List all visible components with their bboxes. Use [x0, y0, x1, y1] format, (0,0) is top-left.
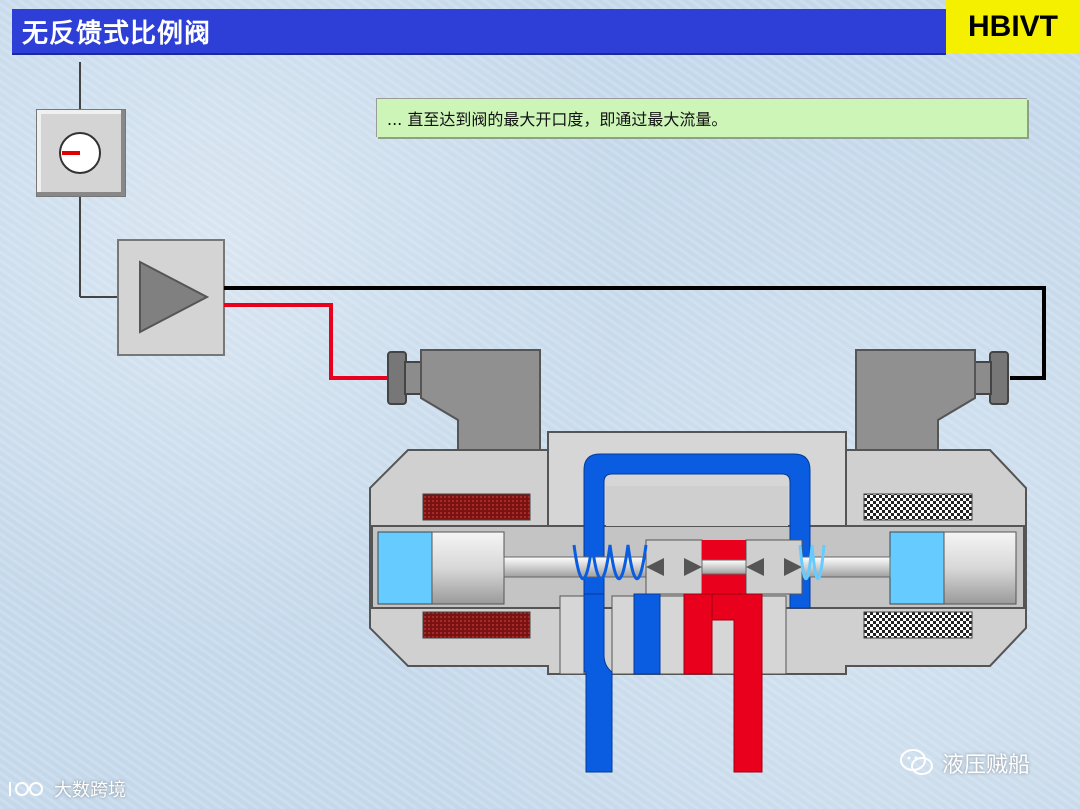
- watermark-left: 大数跨境: [6, 774, 126, 804]
- right-coil: [863, 493, 973, 521]
- amplifier-triangle-icon: [139, 260, 210, 334]
- left-coil: [422, 493, 531, 521]
- left-armature: [431, 531, 505, 605]
- caption-box: ... 直至达到阀的最大开口度，即通过最大流量。: [376, 98, 1027, 137]
- caption-text: ... 直至达到阀的最大开口度，即通过最大流量。: [387, 110, 728, 129]
- right-spring: [798, 544, 826, 581]
- watermark-right: 液压贼船: [900, 745, 1030, 781]
- brand-label: HBIVT: [968, 9, 1058, 43]
- watermark-left-text: 大数跨境: [54, 780, 126, 801]
- right-armature: [943, 531, 1017, 605]
- right-armature-chamber: [889, 531, 945, 605]
- right-solenoid-connector: [855, 349, 1009, 453]
- wechat-icon: [900, 749, 933, 775]
- left-solenoid-connector: [387, 349, 541, 453]
- potentiometer-dial-icon: [59, 132, 101, 174]
- signal-wire-red: [224, 303, 392, 380]
- page-title: 无反馈式比例阀: [22, 18, 212, 49]
- title-bar: 无反馈式比例阀: [12, 9, 946, 55]
- amplifier: [117, 239, 225, 356]
- left-armature-chamber: [377, 531, 433, 605]
- brand-box: HBIVT: [946, 0, 1080, 53]
- signal-wire-black: [224, 286, 1046, 380]
- right-coil-bottom: [863, 611, 973, 639]
- return-port-a: [633, 593, 661, 675]
- return-channel-top: [583, 453, 811, 609]
- brand-logo-icon: [9, 782, 43, 796]
- return-line-left: [583, 593, 613, 773]
- pressure-port-b: [683, 593, 713, 675]
- watermark-right-text: 液压贼船: [942, 753, 1031, 778]
- left-coil-bottom: [422, 611, 531, 639]
- left-spring: [572, 544, 648, 581]
- signal-wire-grey: [79, 62, 118, 298]
- pressure-line: [711, 593, 763, 773]
- setpoint-potentiometer: [36, 109, 126, 197]
